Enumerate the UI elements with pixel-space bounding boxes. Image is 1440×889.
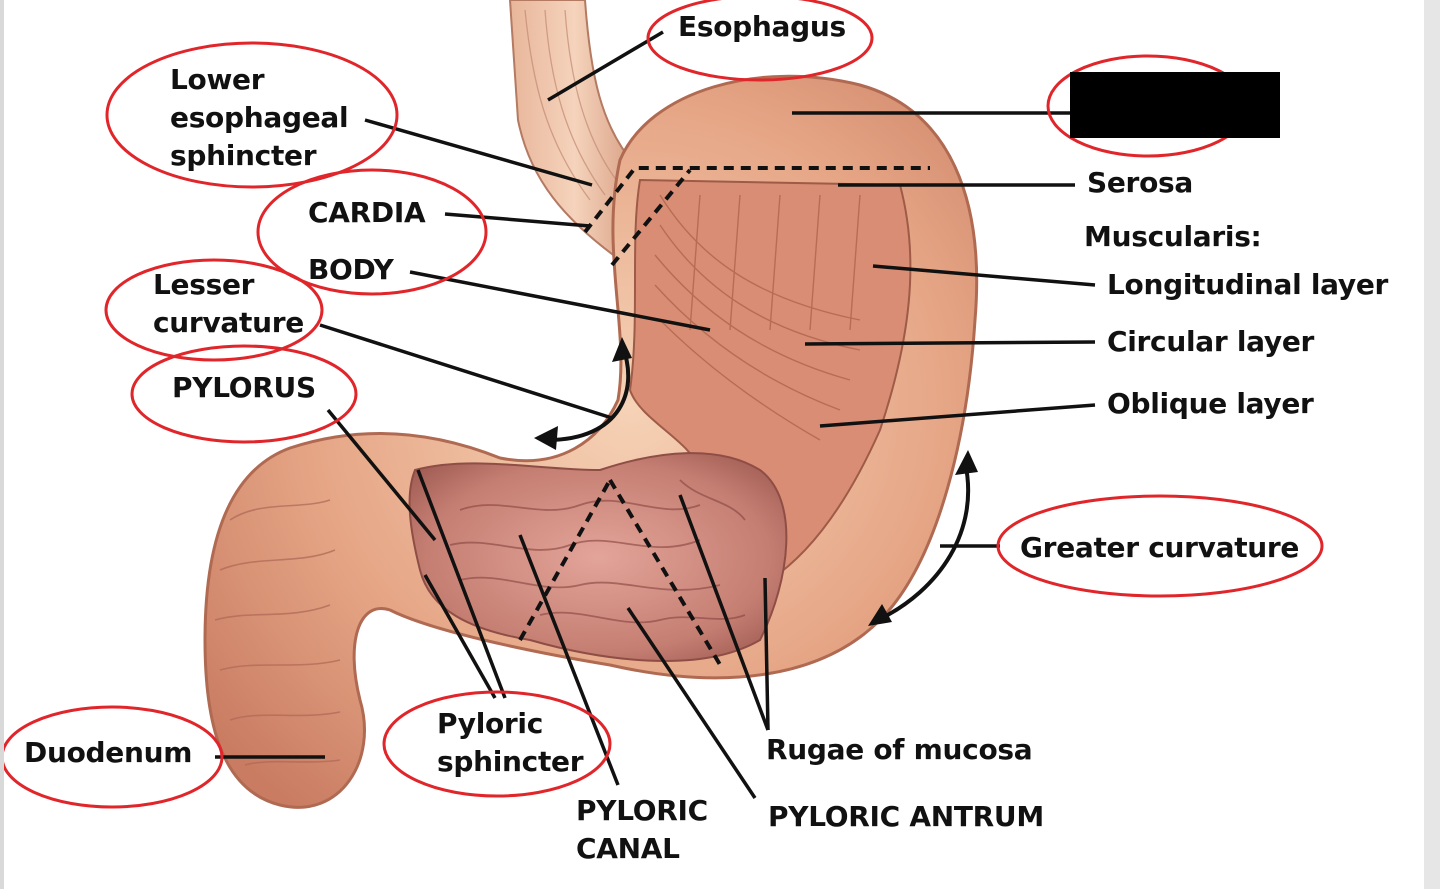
label-duodenum: Duodenum xyxy=(24,736,193,769)
label-pyloric-sphincter: Pyloric sphincter xyxy=(437,707,584,778)
curvature-arrows xyxy=(547,344,971,622)
label-esophagus: Esophagus xyxy=(678,10,846,43)
label-pyloric-canal: PYLORIC CANAL xyxy=(576,794,708,865)
label-serosa: Serosa xyxy=(1087,166,1193,199)
label-pylorus: PYLORUS xyxy=(172,371,316,404)
label-lower-esophageal-sphincter: Lower esophageal sphincter xyxy=(170,63,349,172)
label-lesser-curvature: Lesser curvature xyxy=(153,268,304,339)
label-cardia: CARDIA xyxy=(308,196,426,229)
label-circular-layer: Circular layer xyxy=(1107,325,1315,358)
redacted-label-box xyxy=(1070,72,1280,138)
label-rugae-of-mucosa: Rugae of mucosa xyxy=(766,733,1033,766)
leader-lines xyxy=(215,30,1096,799)
label-pyloric-antrum: PYLORIC ANTRUM xyxy=(768,800,1044,833)
label-longitudinal-layer: Longitudinal layer xyxy=(1107,268,1389,301)
right-border xyxy=(1424,0,1440,889)
annotation-circles xyxy=(0,0,1324,809)
left-border xyxy=(0,0,4,889)
arrow-heads xyxy=(534,337,978,626)
label-greater-curvature: Greater curvature xyxy=(1020,531,1300,564)
region-dividers xyxy=(518,166,930,670)
label-body: BODY xyxy=(308,253,394,286)
label-muscularis: Muscularis: xyxy=(1084,220,1262,253)
label-oblique-layer: Oblique layer xyxy=(1107,387,1314,420)
